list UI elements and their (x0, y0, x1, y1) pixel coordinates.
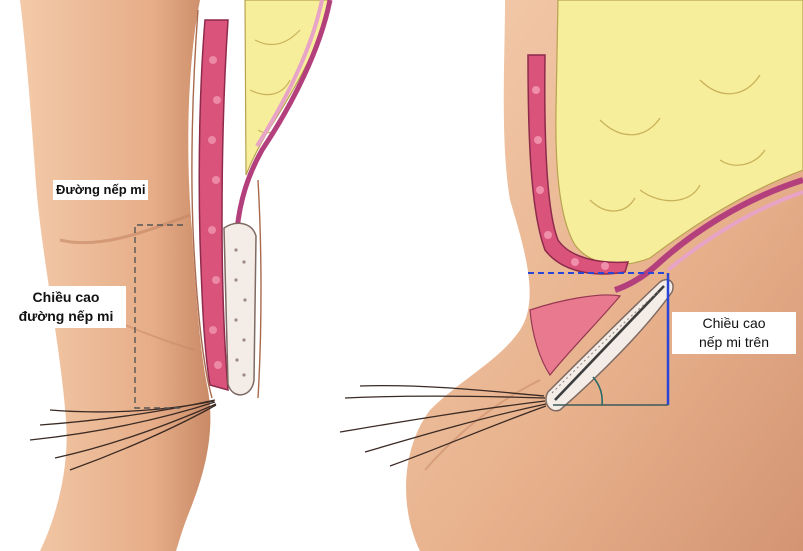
left-orbicularis-muscle (199, 20, 228, 390)
crease-height-label: Chiều cao đường nếp mi (6, 286, 126, 328)
upper-crease-height-label-line1: Chiều cao (672, 314, 796, 333)
left-tarsal-plate (224, 223, 256, 395)
upper-crease-height-label-line2: nếp mi trên (672, 333, 796, 352)
crease-height-label-line2: đường nếp mi (6, 307, 126, 326)
crease-line-label: Đường nếp mi (53, 180, 148, 200)
crease-height-label-line1: Chiều cao (6, 288, 126, 307)
upper-crease-height-label: Chiều cao nếp mi trên (672, 312, 796, 354)
left-eyelid-illustration (20, 0, 330, 551)
left-skin (20, 0, 210, 551)
